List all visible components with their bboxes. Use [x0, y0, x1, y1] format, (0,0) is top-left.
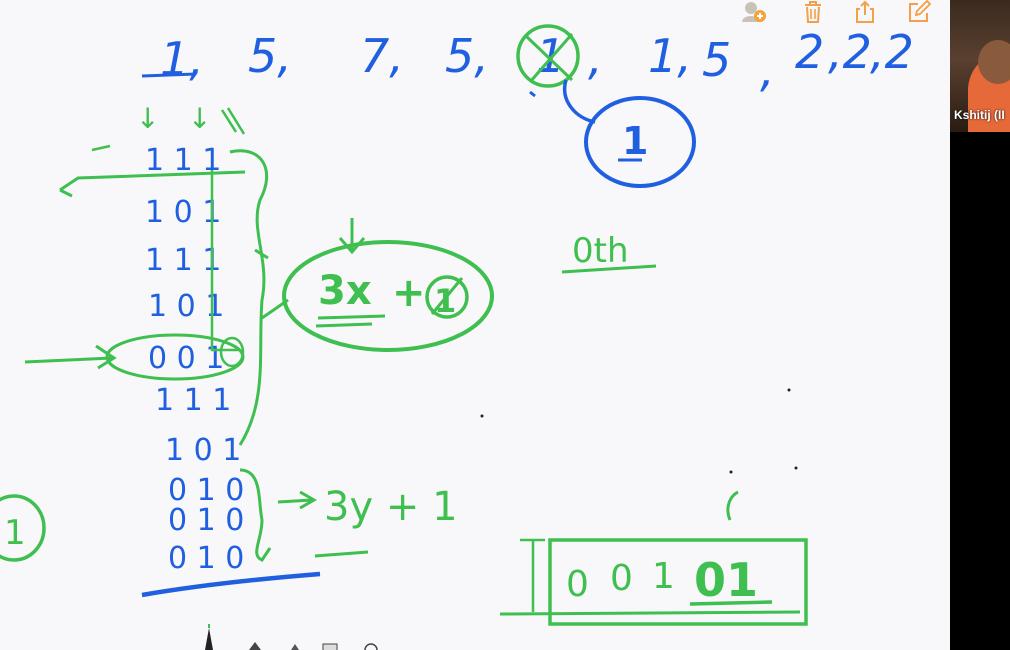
- expression-top: 3x: [318, 268, 372, 314]
- sequence-item: 5,: [248, 29, 292, 83]
- whiteboard-canvas[interactable]: 1, 5, 7, 5, 1 , 1, 5 , 2 ,2 ,2 1 ↓ ↓ 1 1…: [0, 0, 950, 650]
- sequence-item: ,: [588, 31, 603, 85]
- binary-row: 0 1 0: [168, 541, 244, 576]
- share-icon: [856, 0, 874, 23]
- column-arrow: ↓: [188, 102, 211, 135]
- column-arrow: ↓: [136, 102, 159, 135]
- video-panel: Kshitij (II: [950, 0, 1010, 650]
- compose-icon: [909, 0, 932, 22]
- sequence-item: ,: [760, 43, 775, 97]
- marker-icon[interactable]: [249, 642, 261, 650]
- binary-row: 0 1 0: [168, 473, 244, 508]
- sequence-item: 1,: [160, 32, 204, 86]
- box-digit: 0: [610, 558, 633, 599]
- binary-row: 1 1 1: [155, 383, 231, 418]
- zeroth-label: 0th: [572, 231, 629, 271]
- add-participant-button[interactable]: [740, 0, 766, 24]
- binary-row: 1 0 1: [165, 433, 241, 468]
- left-circled-label: 1: [4, 513, 26, 553]
- box-digit: 1: [652, 556, 675, 597]
- delete-button[interactable]: [800, 0, 826, 24]
- sequence-item: ,2: [870, 25, 914, 79]
- sequence-item-crossed: 1: [536, 29, 565, 83]
- sequence-item: 5: [702, 33, 731, 87]
- expression-bottom: 3y + 1: [324, 484, 458, 530]
- whiteboard-drawing: 1, 5, 7, 5, 1 , 1, 5 , 2 ,2 ,2 1 ↓ ↓ 1 1…: [0, 24, 914, 626]
- trash-icon: [805, 1, 821, 23]
- pen-toolbar[interactable]: [195, 622, 395, 650]
- binary-row: 1 1 1: [145, 243, 221, 278]
- top-toolbar: [730, 0, 950, 26]
- pen-icon[interactable]: [205, 624, 213, 650]
- circled-answer: 1: [622, 119, 648, 163]
- eraser-icon[interactable]: [322, 643, 338, 650]
- expression-plus: +: [392, 270, 426, 316]
- sequence-item: 1,: [648, 29, 692, 83]
- participant-name-label: Kshitij (II: [954, 108, 1005, 122]
- share-button[interactable]: [852, 0, 878, 24]
- sequence-item: 2: [795, 25, 824, 79]
- lasso-icon[interactable]: [364, 643, 378, 650]
- edit-button[interactable]: [906, 0, 932, 24]
- box-digit: 0: [566, 564, 589, 605]
- pencil-icon[interactable]: [291, 644, 299, 650]
- binary-row: 1 0 1: [145, 195, 221, 230]
- participant-video-tile[interactable]: Kshitij (II: [950, 0, 1010, 132]
- sequence-item: 5,: [445, 29, 489, 83]
- sequence-item: ,2: [828, 25, 872, 79]
- sequence-item: 7,: [360, 29, 404, 83]
- participant-head: [978, 40, 1010, 84]
- box-bold-digits: 01: [694, 553, 758, 607]
- person-plus-icon: [742, 2, 766, 22]
- binary-row: 0 1 0: [168, 503, 244, 538]
